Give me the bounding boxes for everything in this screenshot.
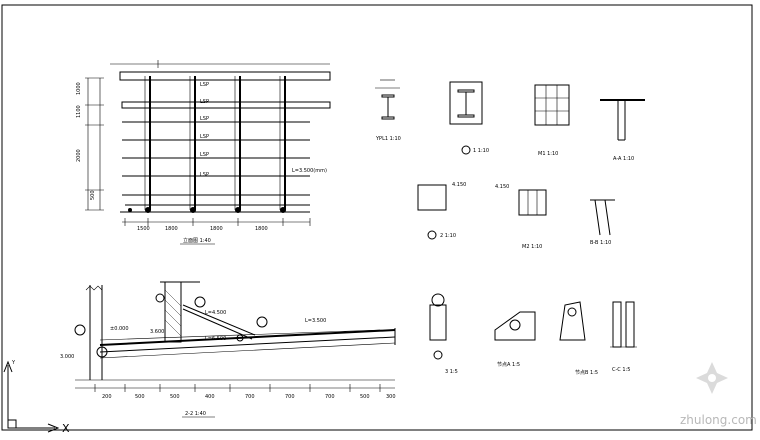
svg-text:B-B 1:10: B-B 1:10 [590,240,611,246]
ucs-axis-icon: Y X [3,360,70,435]
label-3: L=3.500 [305,318,326,324]
level-3: ±0.000 [110,326,129,332]
level-1: 3.000 [60,354,74,360]
svg-text:4.150: 4.150 [452,182,466,188]
svg-text:LSP: LSP [200,99,209,105]
top-rail [119,71,331,81]
svg-text:C-C 1:5: C-C 1:5 [612,367,630,373]
level-2: 3.600 [150,329,164,335]
y-axis-label: Y [11,360,16,366]
svg-text:400: 400 [205,394,215,400]
svg-text:LSP: LSP [200,82,209,88]
elevation-view: LSP LSP LSP LSP LSP LSP L=3.500(mm) 1500 18… [76,60,331,245]
svg-text:700: 700 [285,394,295,400]
svg-text:700: 700 [325,394,335,400]
detail-nodeB: 节点B 1:5 [559,301,598,376]
dim-b2: 1800 [165,226,178,232]
label-2: L=6.500 [205,336,226,342]
svg-text:500: 500 [170,394,180,400]
svg-text:LSP: LSP [200,152,209,158]
section-2-2: 200 500 500 400 700 700 700 500 300 3.00… [60,281,396,418]
svg-text:M1 1:10: M1 1:10 [538,151,558,157]
svg-text:200: 200 [102,394,112,400]
elevation-title: 立面图 1:40 [183,237,211,244]
watermark-text: zhulong.com [680,413,757,427]
svg-text:3 1:5: 3 1:5 [445,369,458,375]
svg-text:节点A 1:5: 节点A 1:5 [497,362,520,368]
dim-l2: 1100 [76,105,82,118]
dim-l3: 2000 [76,149,82,162]
detail-1: 1 1:10 [449,81,489,155]
detail-2: 4.150 2 1:10 [417,182,466,240]
dim-b4: 1800 [255,226,268,232]
detail-cc: C-C 1:5 [610,301,637,373]
svg-text:2 1:10: 2 1:10 [440,233,456,239]
svg-text:M2 1:10: M2 1:10 [522,244,542,250]
svg-text:500: 500 [360,394,370,400]
detail-ypl1: YPL1 1:10 [375,79,401,142]
svg-text:LSP: LSP [200,134,209,140]
detail-bb: B-B 1:10 [590,199,615,246]
detail-m1: M1 1:10 [534,84,570,157]
x-axis-label: X [62,422,70,435]
svg-text:LSP: LSP [200,172,209,178]
detail-aa: A-A 1:10 [600,99,645,162]
svg-text:YPL1 1:10: YPL1 1:10 [375,136,401,142]
detail-nodeA: 节点A 1:5 [494,311,536,368]
svg-text:A-A 1:10: A-A 1:10 [613,156,634,162]
svg-text:节点B 1:5: 节点B 1:5 [575,370,598,376]
dim-b3: 1800 [210,226,223,232]
detail-3: 3 1:5 [429,293,458,375]
drawing-frame [1,4,753,431]
elevation-note: L=3.500(mm) [292,168,327,174]
dim-l4: 500 [90,190,96,200]
section-title: 2-2 1:40 [185,411,206,417]
dim-b1: 1500 [137,226,150,232]
zhulong-logo [696,362,728,394]
svg-text:500: 500 [135,394,145,400]
label-1: L=4.500 [205,310,226,316]
svg-text:1 1:10: 1 1:10 [473,148,489,154]
dim-l1: 1000 [76,82,82,95]
svg-text:300: 300 [386,394,396,400]
svg-text:4.150: 4.150 [495,184,509,190]
svg-text:LSP: LSP [200,116,209,122]
svg-text:700: 700 [245,394,255,400]
detail-m2: 4.150 M2 1:10 [495,184,547,250]
